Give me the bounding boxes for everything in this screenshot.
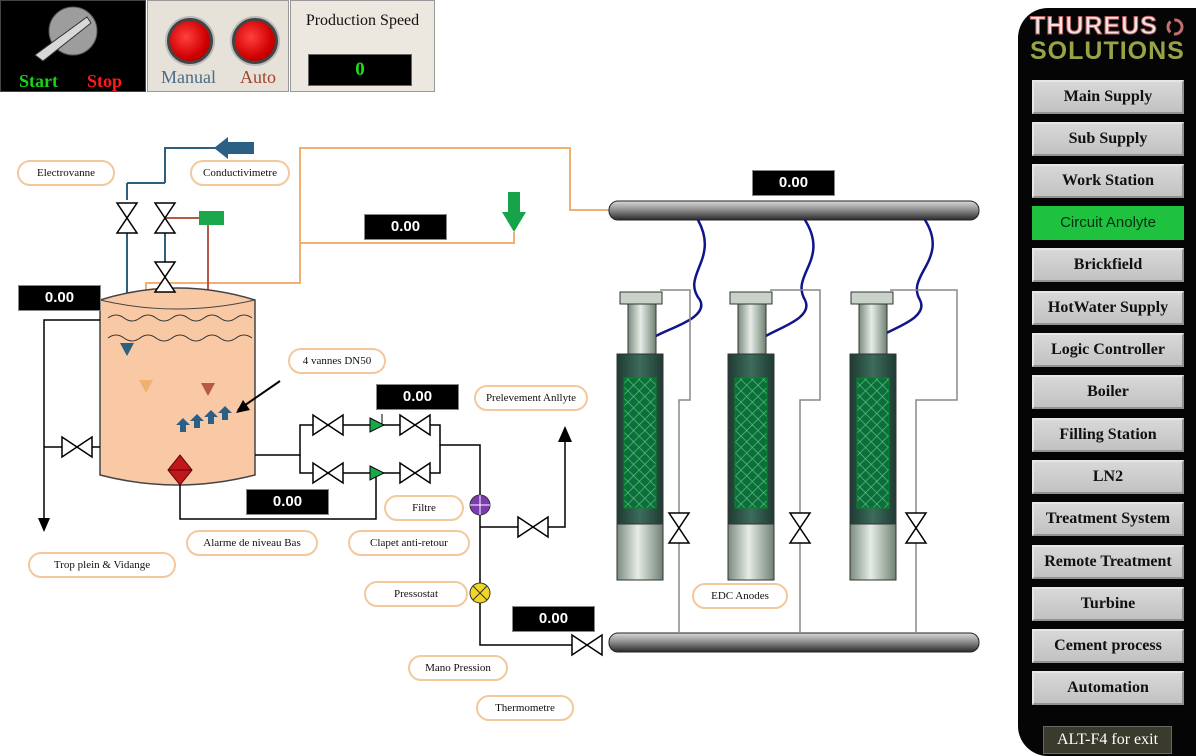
exit-hint[interactable]: ALT-F4 for exit — [1043, 726, 1172, 754]
valve-icon[interactable] — [312, 461, 344, 485]
edc-anodes-label: EDC Anodes — [692, 583, 788, 609]
production-speed-title: Production Speed — [305, 12, 420, 29]
auto-lamp[interactable] — [232, 18, 278, 64]
inlet-flow-display: 0.00 — [364, 214, 447, 240]
prelevement-label: Prelevement Anllyte — [474, 385, 588, 411]
rotary-switch-icon[interactable] — [29, 5, 101, 67]
valve-icon[interactable] — [115, 202, 139, 234]
nav-logic-controller[interactable]: Logic Controller — [1032, 333, 1184, 367]
green-down-arrow-icon — [502, 192, 526, 232]
nav-automation[interactable]: Automation — [1032, 671, 1184, 705]
valve-icon[interactable] — [517, 515, 549, 539]
conductivity-sensor — [199, 211, 224, 225]
nav-ln2[interactable]: LN2 — [1032, 460, 1184, 494]
nav-circuit-anolyte[interactable]: Circuit Anolyte — [1032, 206, 1184, 240]
thermometre-label: Thermometre — [476, 695, 574, 721]
diffuser-arrows-icon — [176, 406, 232, 432]
edc-anode-2 — [727, 219, 821, 633]
bottom-header-display: 0.00 — [512, 606, 595, 632]
valve-icon[interactable] — [399, 413, 431, 437]
stop-label[interactable]: Stop — [87, 71, 123, 91]
brand-logo-line2: SOLUTIONS — [1030, 37, 1185, 65]
valve-icon[interactable] — [571, 633, 603, 657]
nav-cement-process[interactable]: Cement process — [1032, 629, 1184, 663]
production-speed-value: 0 — [308, 54, 412, 86]
nav-filling-station[interactable]: Filling Station — [1032, 418, 1184, 452]
mode-selector: Manual Auto — [147, 0, 289, 92]
edc-anode-1 — [616, 219, 706, 633]
top-header-display: 0.00 — [752, 170, 835, 196]
trop-plein-label: Trop plein & Vidange — [28, 552, 176, 578]
nav-remote-treatment[interactable]: Remote Treatment — [1032, 545, 1184, 579]
clapet-label: Clapet anti-retour — [348, 530, 470, 556]
valve-icon[interactable] — [61, 435, 93, 459]
electrovanne-label: Electrovanne — [17, 160, 115, 186]
nav-work-station[interactable]: Work Station — [1032, 164, 1184, 198]
start-stop-switch[interactable]: Start Stop — [0, 0, 146, 92]
tank-bottom-display: 0.00 — [246, 489, 329, 515]
manual-label: Manual — [161, 67, 216, 87]
valve-icon[interactable] — [399, 461, 431, 485]
nav-sub-supply[interactable]: Sub Supply — [1032, 122, 1184, 156]
nav-main-supply[interactable]: Main Supply — [1032, 80, 1184, 114]
filtre-label: Filtre — [384, 495, 464, 521]
production-speed-panel: Production Speed 0 — [290, 0, 435, 92]
valve-icon[interactable] — [153, 202, 177, 234]
nav-brickfield[interactable]: Brickfield — [1032, 248, 1184, 282]
auto-label: Auto — [240, 67, 276, 87]
valves-flow-display: 0.00 — [376, 384, 459, 410]
tank-level-display: 0.00 — [18, 285, 101, 311]
alarme-label: Alarme de niveau Bas — [186, 530, 318, 556]
conductivimetre-label: Conductivimetre — [190, 160, 290, 186]
inlet-arrow-icon — [214, 137, 254, 159]
top-header-pipe — [608, 200, 980, 221]
bottom-header-pipe — [608, 632, 980, 653]
vannes-label: 4 vannes DN50 — [288, 348, 386, 374]
nav-turbine[interactable]: Turbine — [1032, 587, 1184, 621]
nav-hotwater-supply[interactable]: HotWater Supply — [1032, 291, 1184, 325]
brand-logo-line1: THUREUS — [1030, 12, 1158, 41]
nav-treatment-system[interactable]: Treatment System — [1032, 502, 1184, 536]
nav-boiler[interactable]: Boiler — [1032, 375, 1184, 409]
valve-icon[interactable] — [153, 261, 177, 293]
brand-ring-icon — [1166, 18, 1184, 36]
pressostat-label: Pressostat — [364, 581, 468, 607]
edc-anode-3 — [849, 219, 958, 633]
valve-icon[interactable] — [312, 413, 344, 437]
manual-lamp[interactable] — [167, 18, 213, 64]
anolyte-tank — [99, 287, 256, 486]
start-label[interactable]: Start — [19, 71, 58, 91]
mano-pression-label: Mano Pression — [408, 655, 508, 681]
